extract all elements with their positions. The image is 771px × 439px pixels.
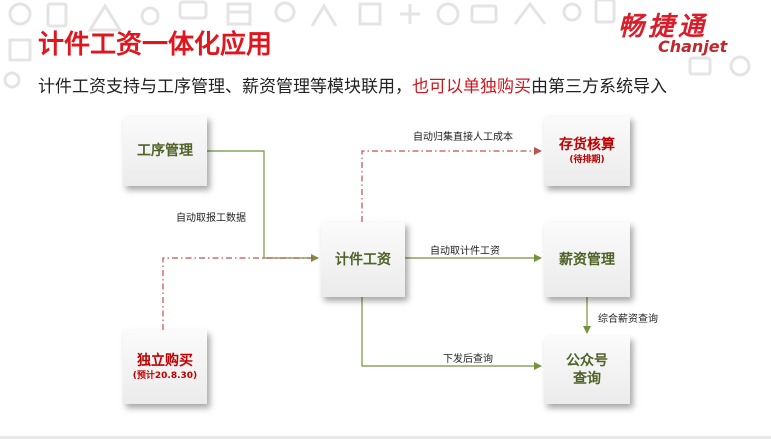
dot-icon xyxy=(3,71,21,89)
phone-icon xyxy=(594,0,616,24)
subtitle-plain: 计件工资支持与工序管理、薪资管理等模块联用， xyxy=(38,77,412,97)
circle-icon xyxy=(8,2,32,26)
node-piecework-label: 计件工资 xyxy=(335,251,391,268)
edge-label-payroll-to-wechat: 综合薪资查询 xyxy=(598,314,658,325)
edge-standalone-to-piecework xyxy=(162,257,318,330)
subtitle-highlight: 也可以单独购买 xyxy=(412,77,531,97)
node-process-management: 工序管理 xyxy=(123,116,207,186)
background-icon-pattern xyxy=(3,0,751,89)
edge-piecework-to-inventory xyxy=(361,147,542,222)
node-process-label: 工序管理 xyxy=(137,143,193,159)
bottom-border xyxy=(0,436,771,439)
edge-process-to-piecework xyxy=(207,150,319,262)
chanjet-logo: 畅捷通 Chanjet xyxy=(618,6,768,56)
logo-text-en: Chanjet xyxy=(658,37,728,56)
edge-piecework-to-wechat xyxy=(361,297,542,370)
node-inventory-accounting: 存货核算 (待排期) xyxy=(544,116,630,186)
edge-label-piecework-to-inventory: 自动归集直接人工成本 xyxy=(413,132,513,143)
badge-icon xyxy=(729,55,751,77)
node-wechat-query: 公众号 查询 xyxy=(544,336,630,404)
slide-title: 计件工资一体化应用 xyxy=(38,30,273,60)
node-inventory-note: (待排期) xyxy=(569,155,605,165)
coin-icon xyxy=(436,2,460,26)
mountain-icon xyxy=(513,1,547,25)
node-standalone-label: 独立购买 xyxy=(137,353,193,369)
node-standalone-note: (预计20.8.30) xyxy=(132,371,198,381)
slide-subtitle: 计件工资支持与工序管理、薪资管理等模块联用，也可以单独购买由第三方系统导入 xyxy=(38,72,667,97)
node-payroll-management: 薪资管理 xyxy=(544,222,630,297)
edge-label-process-to-piecework: 自动取报工数据 xyxy=(176,213,246,224)
calendar-icon xyxy=(226,2,252,26)
subtitle-tail: 由第三方系统导入 xyxy=(531,77,667,97)
triangle-icon xyxy=(87,3,123,32)
edge-label-piecework-to-wechat: 下发后查询 xyxy=(443,354,493,365)
node-wechat-label-line1: 公众号 xyxy=(566,353,608,369)
node-piecework-wage: 计件工资 xyxy=(321,222,405,297)
node-payroll-label: 薪资管理 xyxy=(559,251,615,268)
card-icon xyxy=(178,0,208,20)
node-inventory-label: 存货核算 xyxy=(559,137,615,153)
gear-icon xyxy=(140,6,160,26)
screen-icon xyxy=(470,4,498,24)
folder-icon xyxy=(8,38,32,62)
user-icon xyxy=(562,2,582,22)
plus-icon xyxy=(400,4,420,24)
node-wechat-label-line2: 查询 xyxy=(573,371,601,387)
logo-text-cn: 畅捷通 xyxy=(618,12,709,42)
chart-icon xyxy=(310,3,338,27)
clock-icon xyxy=(274,1,296,23)
box-icon xyxy=(358,2,382,26)
node-standalone-purchase: 独立购买 (预计20.8.30) xyxy=(123,330,207,404)
edge-label-piecework-to-payroll: 自动取计件工资 xyxy=(430,246,500,257)
document-icon xyxy=(46,2,68,28)
mail-icon xyxy=(688,56,712,76)
